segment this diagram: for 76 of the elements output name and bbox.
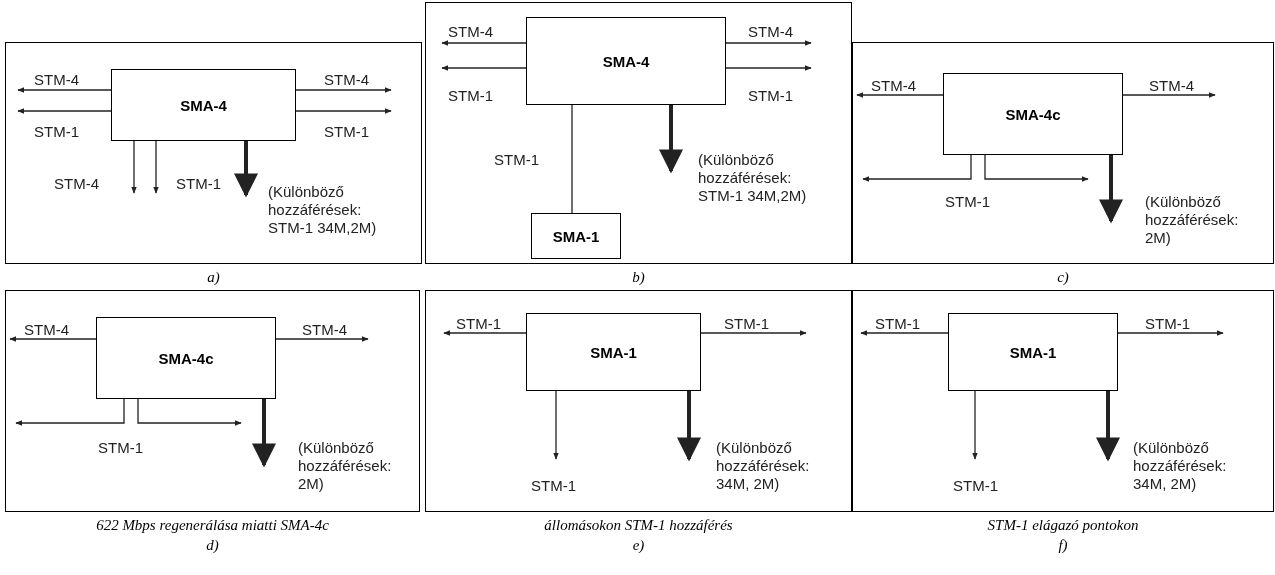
arrow: [725, 65, 812, 71]
edge-label: (Különböző hozzáférések: 2M): [298, 439, 393, 493]
panel-caption: e): [631, 536, 646, 555]
edge-label: STM-1: [324, 123, 369, 141]
connector-line: [571, 104, 573, 214]
edge-label: STM-4: [448, 23, 493, 41]
arrow: [700, 330, 807, 336]
edge-label: STM-4: [324, 71, 369, 89]
edge-label: STM-1: [456, 315, 501, 333]
arrow: [659, 105, 683, 174]
equipment-box: SMA-1: [948, 313, 1118, 391]
arrow: [137, 398, 242, 426]
arrow: [441, 40, 527, 46]
arrow: [17, 87, 112, 93]
edge-label: STM-4: [24, 321, 69, 339]
arrow: [153, 140, 159, 194]
edge-label: (Különböző hozzáférések: STM-1 34M,2M): [268, 183, 378, 237]
arrow: [295, 87, 392, 93]
edge-label: (Különböző hozzáférések: 34M, 2M): [716, 439, 811, 493]
equipment-box: SMA-4: [111, 69, 296, 141]
arrow: [234, 141, 258, 198]
edge-label: STM-1: [875, 315, 920, 333]
arrow: [1117, 330, 1224, 336]
arrow: [131, 140, 137, 194]
arrow: [252, 399, 276, 468]
edge-label: (Különböző hozzáférések: 2M): [1145, 193, 1240, 247]
equipment-box: SMA-1: [526, 313, 701, 391]
edge-label: STM-1: [724, 315, 769, 333]
arrow: [295, 108, 392, 114]
arrow: [1122, 92, 1216, 98]
arrow: [15, 398, 125, 426]
panel-caption: 622 Mbps regenerálása miatti SMA-4c: [95, 516, 330, 535]
edge-label: STM-1: [494, 151, 539, 169]
edge-label: STM-1: [98, 439, 143, 457]
panel-caption: a): [206, 268, 221, 287]
edge-label: STM-1: [531, 477, 576, 495]
arrow: [984, 154, 1089, 182]
edge-label: STM-1: [1145, 315, 1190, 333]
arrow: [860, 330, 949, 336]
equipment-box: SMA-4c: [943, 73, 1123, 155]
edge-label: STM-4: [302, 321, 347, 339]
arrow: [9, 336, 97, 342]
arrow: [17, 108, 112, 114]
arrow: [972, 390, 978, 460]
edge-label: STM-4: [748, 23, 793, 41]
edge-label: STM-4: [871, 77, 916, 95]
edge-label: STM-1: [448, 87, 493, 105]
edge-label: STM-4: [1149, 77, 1194, 95]
edge-label: STM-4: [54, 175, 99, 193]
panel-caption: f): [1057, 536, 1069, 555]
arrow: [677, 391, 701, 462]
panel-caption: STM-1 elágazó pontokon: [986, 516, 1140, 535]
arrow: [441, 65, 527, 71]
edge-label: STM-1: [34, 123, 79, 141]
arrow: [725, 40, 812, 46]
edge-label: (Különböző hozzáférések: 34M, 2M): [1133, 439, 1228, 493]
panel-caption: d): [205, 536, 220, 555]
equipment-box: SMA-1: [531, 213, 621, 259]
edge-label: STM-1: [176, 175, 221, 193]
edge-label: STM-1: [748, 87, 793, 105]
edge-label: (Különböző hozzáférések: STM-1 34M,2M): [698, 151, 808, 205]
panel-caption: állomásokon STM-1 hozzáférés: [543, 516, 734, 535]
equipment-box: SMA-4: [526, 17, 726, 105]
arrow: [553, 390, 559, 460]
arrow: [862, 154, 972, 182]
edge-label: STM-4: [34, 71, 79, 89]
arrow: [1096, 391, 1120, 462]
panel-caption: b): [631, 268, 646, 287]
arrow: [1099, 155, 1123, 224]
edge-label: STM-1: [945, 193, 990, 211]
equipment-box: SMA-4c: [96, 317, 276, 399]
edge-label: STM-1: [953, 477, 998, 495]
panel-caption: c): [1056, 268, 1070, 287]
arrow: [443, 330, 527, 336]
arrow: [275, 336, 369, 342]
arrow: [856, 92, 944, 98]
